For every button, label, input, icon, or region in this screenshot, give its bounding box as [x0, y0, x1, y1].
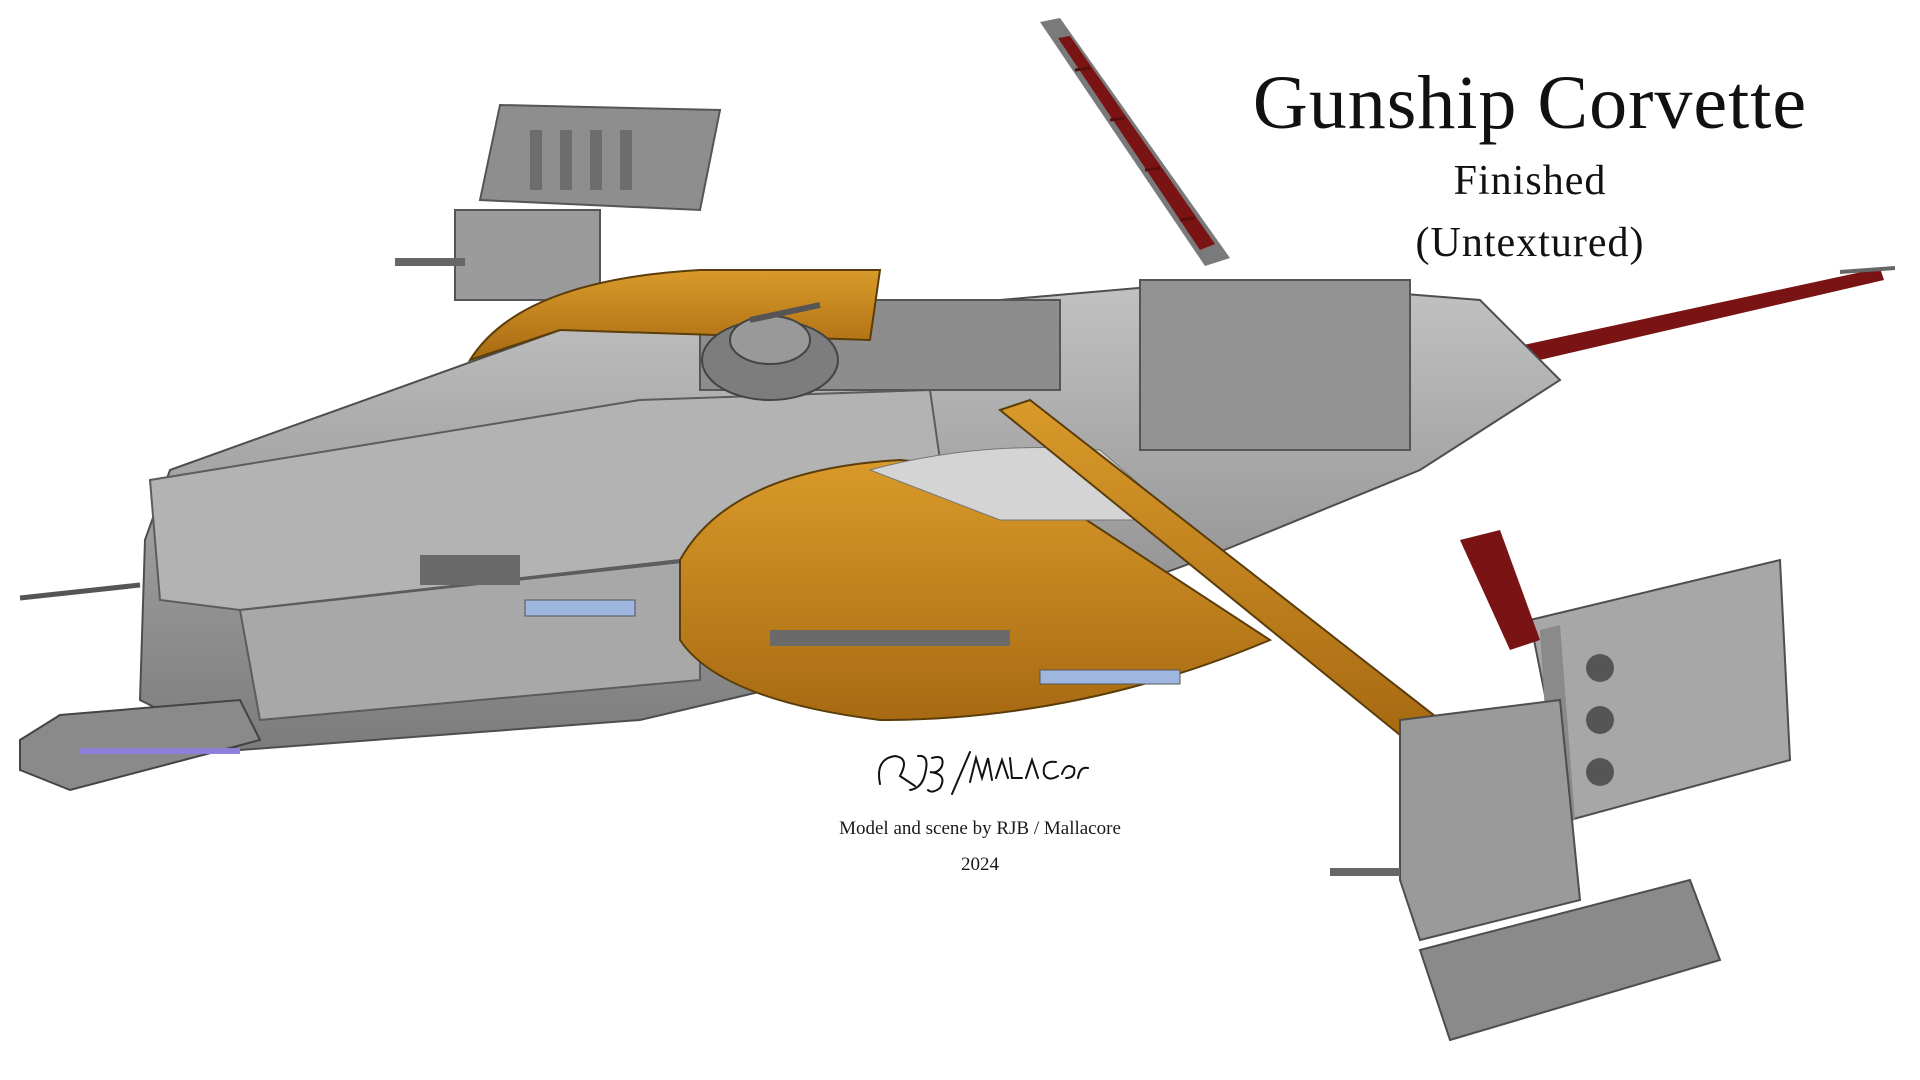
orange-deck	[467, 269, 1443, 737]
turret	[701, 302, 839, 401]
title-block: Gunship Corvette Finished (Untextured)	[1230, 58, 1830, 272]
nose-guns	[19, 582, 262, 792]
page-title: Gunship Corvette	[1252, 61, 1808, 145]
credit-year: 2024	[961, 854, 999, 875]
right-engine-block	[1330, 530, 1792, 1042]
credit-block: Model and scene by RJB / Mallacore 2024	[780, 818, 1180, 876]
right-antenna	[1500, 266, 1896, 368]
upper-antenna	[1040, 18, 1230, 266]
subtitle-untextured: (Untextured)	[1415, 220, 1645, 266]
subtitle-finished: Finished	[1453, 158, 1607, 204]
rear-engine-block	[395, 103, 722, 301]
credit-text: Model and scene by RJB / Mallacore	[839, 818, 1121, 839]
artist-signature	[878, 751, 1089, 795]
